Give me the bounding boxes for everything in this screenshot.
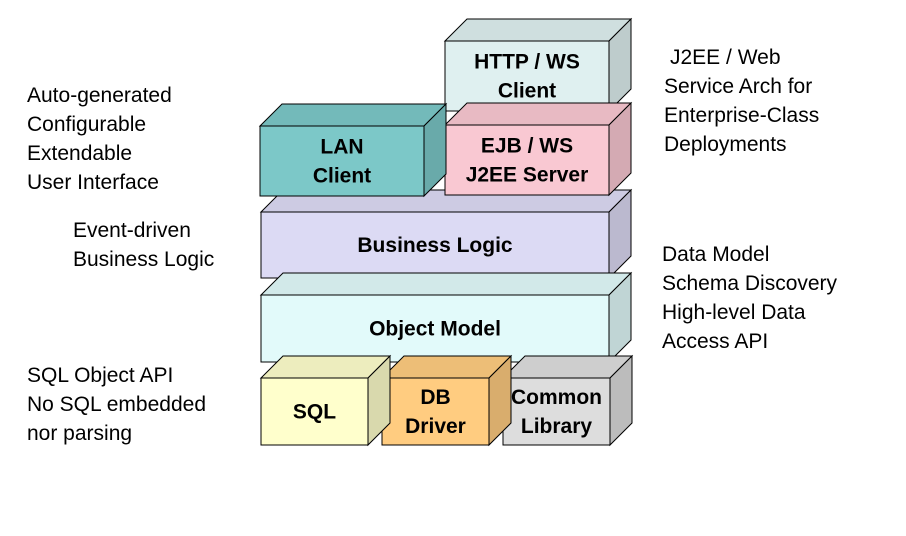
layer-lan-client-label: LAN bbox=[320, 136, 363, 159]
layer-lan-client-front-face bbox=[259, 125, 425, 197]
note-line: Auto-generated bbox=[27, 84, 172, 107]
note-line: Configurable bbox=[27, 113, 147, 136]
layer-sql: SQL bbox=[259, 354, 392, 447]
note-line: Schema Discovery bbox=[662, 272, 838, 295]
note-user-interface: Auto-generated Configurable Extendable U… bbox=[27, 81, 172, 197]
note-j2ee-architecture: J2EE / Web Service Arch for Enterprise-C… bbox=[664, 43, 819, 159]
layer-ejb-ws-server-label: EJB / WS bbox=[481, 135, 573, 158]
layer-common-library-label: Common bbox=[511, 386, 602, 409]
layer-lan-client-label: Client bbox=[313, 165, 371, 188]
layer-ejb-ws-server-label: J2EE Server bbox=[466, 164, 589, 187]
layer-db-driver-label: Driver bbox=[405, 415, 466, 438]
layer-db-driver-front-face bbox=[381, 377, 490, 446]
note-line: Access API bbox=[662, 330, 769, 353]
layer-object-model-label: Object Model bbox=[369, 318, 501, 341]
note-line: Extendable bbox=[27, 142, 133, 165]
layer-lan-client-top-face bbox=[258, 103, 448, 127]
layer-http-ws-client-top-face bbox=[443, 18, 633, 42]
layer-http-ws-client-label: HTTP / WS bbox=[474, 51, 580, 74]
layer-ejb-ws-server-top-face bbox=[443, 102, 633, 126]
layer-business-logic-label: Business Logic bbox=[357, 234, 513, 257]
layer-http-ws-client-label: Client bbox=[498, 80, 556, 103]
note-line: nor parsing bbox=[27, 422, 133, 445]
layer-lan-client: LAN Client bbox=[258, 102, 448, 198]
layer-db-driver: DB Driver bbox=[380, 354, 513, 447]
note-line: Service Arch for bbox=[664, 75, 813, 98]
note-line: High-level Data bbox=[662, 301, 806, 324]
note-line: No SQL embedded bbox=[27, 393, 207, 416]
layer-object-model-front-face bbox=[260, 294, 610, 363]
layer-http-ws-client-front-face bbox=[444, 40, 610, 112]
layer-common-library-label: Library bbox=[521, 415, 593, 438]
note-line: Enterprise-Class bbox=[664, 104, 820, 127]
note-data-model: Data Model Schema Discovery High-level D… bbox=[662, 240, 837, 356]
layer-sql-label: SQL bbox=[293, 401, 336, 424]
note-sql-api: SQL Object API No SQL embedded nor parsi… bbox=[27, 361, 206, 448]
layer-object-model: Object Model bbox=[259, 271, 633, 364]
layer-ejb-ws-server-front-face bbox=[444, 124, 610, 196]
note-line: Deployments bbox=[664, 133, 787, 156]
layer-http-ws-client: HTTP / WS Client bbox=[443, 17, 633, 113]
layer-object-model-top-face bbox=[259, 272, 633, 296]
note-business-logic: Event-driven Business Logic bbox=[73, 216, 214, 274]
note-line: Data Model bbox=[662, 243, 770, 266]
note-line: J2EE / Web bbox=[670, 46, 781, 69]
layer-db-driver-label: DB bbox=[420, 386, 450, 409]
layer-business-logic: Business Logic bbox=[259, 188, 633, 280]
note-line: SQL Object API bbox=[27, 364, 174, 387]
layer-business-logic-front-face bbox=[260, 211, 610, 279]
note-line: Event-driven bbox=[73, 219, 191, 242]
note-line: Business Logic bbox=[73, 248, 215, 271]
note-line: User Interface bbox=[27, 171, 159, 194]
layer-sql-front-face bbox=[260, 377, 369, 446]
layer-ejb-ws-server: EJB / WS J2EE Server bbox=[443, 101, 633, 197]
layer-common-library-front-face bbox=[502, 377, 611, 446]
